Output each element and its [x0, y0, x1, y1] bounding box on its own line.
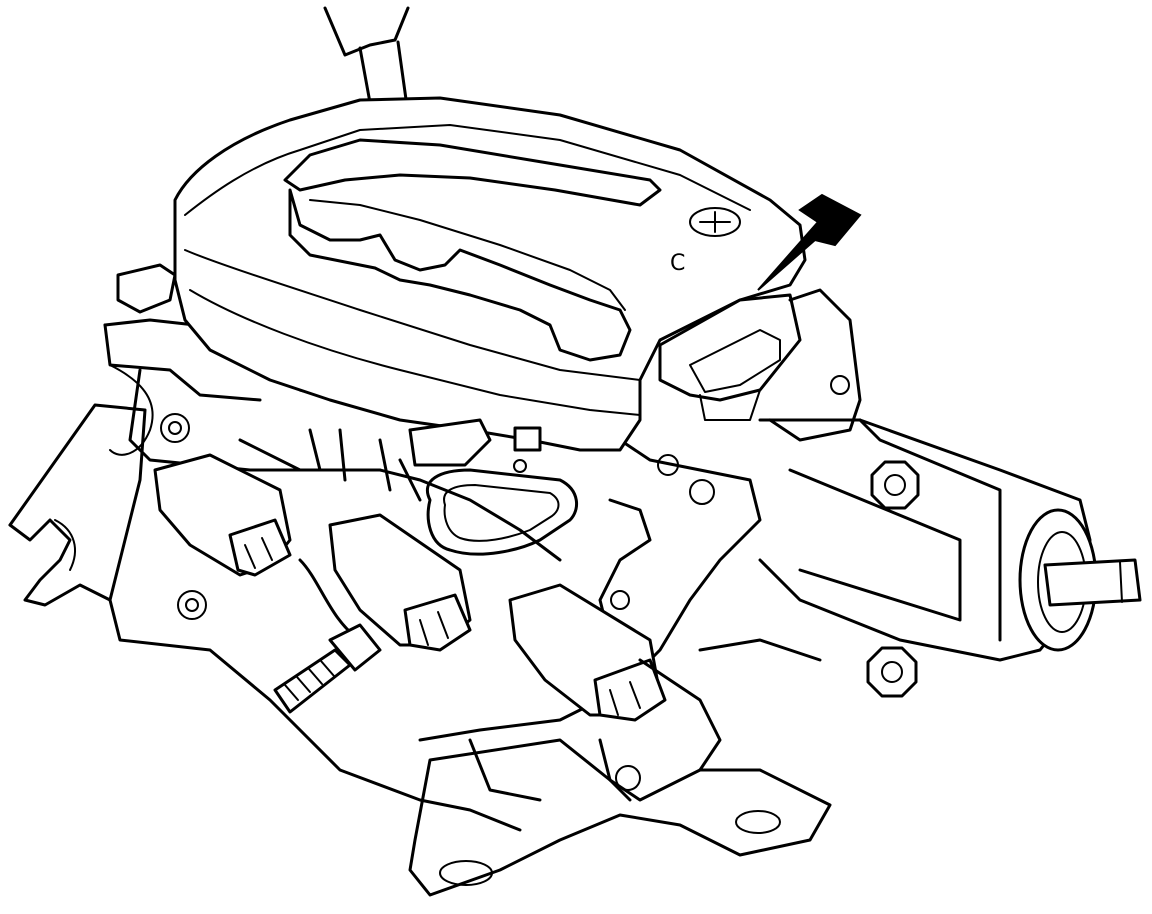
actuator-housing	[758, 418, 1142, 662]
lower-housing	[598, 638, 822, 802]
shift-console: C	[116, 96, 807, 467]
wiring-harness-loop	[308, 428, 579, 556]
nut-icon	[866, 460, 920, 698]
left-mounting-plate	[8, 403, 522, 832]
pointer-arrow-icon	[757, 193, 862, 291]
console-connector	[658, 288, 862, 442]
mounting-holes	[513, 375, 850, 791]
console-marking: C	[670, 251, 685, 276]
wiring-connector-middle	[298, 513, 472, 652]
bolt-icon	[273, 623, 382, 714]
base-bracket	[408, 738, 832, 897]
wiring-connector-right	[508, 583, 667, 722]
wiring-connector-left	[153, 453, 292, 577]
